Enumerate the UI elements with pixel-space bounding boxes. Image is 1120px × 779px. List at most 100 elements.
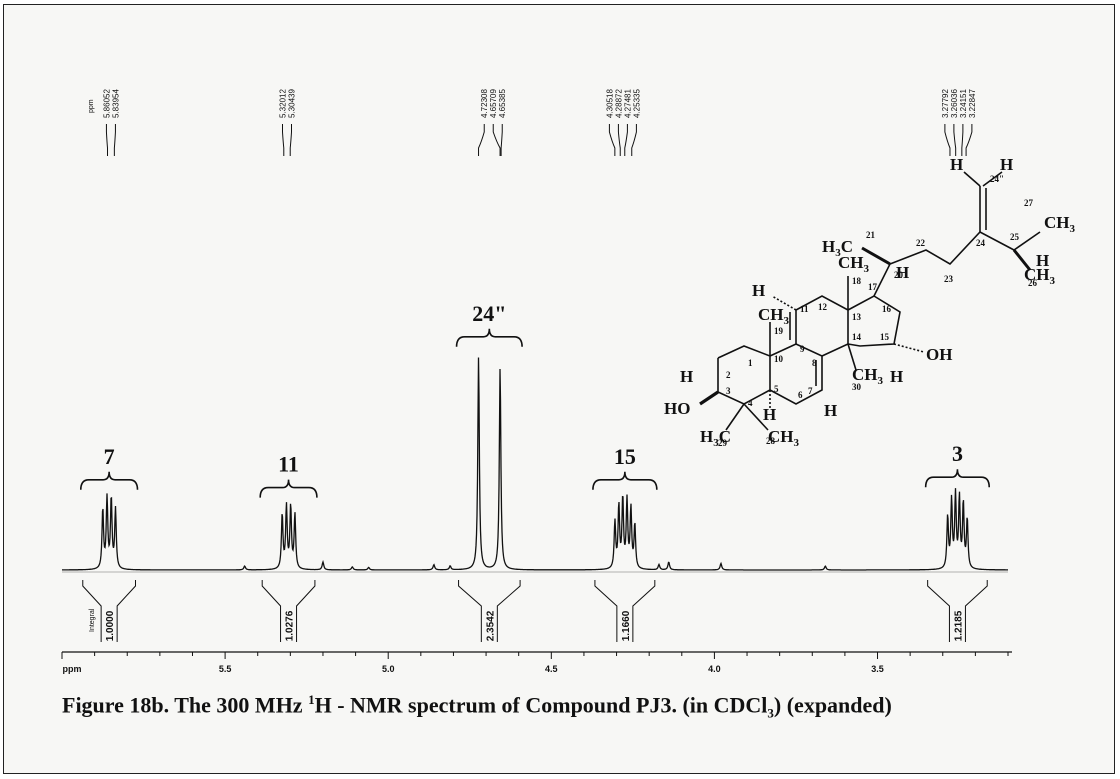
carbon-number: 22 [916, 238, 926, 248]
peak-shift-label: 5.83954 [111, 89, 120, 118]
group-h3c-29: H3C [700, 427, 731, 449]
integral-value: 1.0276 [285, 610, 296, 641]
carbon-number: 6 [798, 390, 803, 400]
bond-c4-c28 [743, 403, 769, 431]
group-h-c7: H [824, 401, 837, 420]
group-ch3-26: CH3 [1024, 265, 1056, 287]
integral-curve-right [496, 580, 521, 642]
peak-list-header: ppm [88, 99, 95, 113]
carbon-number: 15 [880, 332, 890, 342]
group-h-c3: H [680, 367, 693, 386]
peak-leader-line [624, 124, 628, 156]
figure-caption: Figure 18b. The 300 MHz 1H - NMR spectru… [62, 692, 892, 722]
group-ho: HO [664, 399, 690, 418]
group-oh: OH [926, 345, 952, 364]
peak-shift-label: 3.22847 [968, 89, 977, 118]
integral-value: 1.0000 [105, 610, 116, 641]
peak-shift-label: 3.24151 [959, 89, 968, 118]
multiplet-bracket [259, 479, 318, 498]
spectrum-trace [62, 357, 1008, 573]
carbon-number: 17 [868, 282, 878, 292]
integral-curve-left [261, 580, 282, 642]
peak-shift-label: 4.65385 [498, 89, 507, 118]
figure-frame [3, 4, 1115, 774]
carbon-number: 4 [748, 398, 753, 408]
group-h-c24pp-left: H [950, 155, 963, 174]
group-ch3-28: CH3 [768, 427, 800, 449]
carbon-number: 20 [894, 270, 904, 280]
carbon-number: 14 [852, 332, 862, 342]
caption-superscript: 1 [308, 692, 315, 707]
peak-shift-label: 4.65709 [489, 89, 498, 118]
bond-c24pp-h-right [982, 171, 1003, 187]
integral-curve-right [116, 580, 136, 642]
group-h-c25: H [1036, 251, 1049, 270]
peak-leader-line [608, 124, 616, 156]
group-ch3-27: CH3 [1044, 213, 1076, 235]
chemical-structure-pj3: 1 2 3 4 5 6 7 8 9 10 11 12 13 14 15 16 1… [664, 155, 1076, 449]
peak-leader-line [631, 124, 637, 156]
multiplet-label: 24" [472, 301, 506, 326]
carbon-number: 7 [808, 386, 813, 396]
group-h3c-21: H3C [822, 237, 853, 259]
carbon-number: 24" [990, 174, 1004, 184]
peak-leader-line [282, 124, 285, 156]
carbon-number: 12 [818, 302, 828, 312]
peak-shift-label: 4.28872 [614, 89, 623, 118]
multiplet-label: 7 [104, 444, 115, 469]
multiplet-label: 15 [614, 444, 636, 469]
peak-leader-line [965, 124, 973, 156]
carbon-number: 27 [1024, 198, 1034, 208]
carbon-number: 5 [774, 384, 779, 394]
peak-shift-label: 5.30439 [288, 89, 297, 118]
integral-curve-right [632, 580, 656, 642]
multiplet-bracket [79, 471, 139, 490]
ring-c-bonds [795, 295, 849, 357]
bond-c24pp-h-left [963, 171, 981, 187]
group-ch3-30: CH3 [852, 365, 884, 387]
peak-leader-line [617, 124, 621, 156]
integral-label: Integral [89, 608, 96, 632]
peak-shift-label: 4.27481 [623, 89, 632, 118]
peak-leader-line [105, 124, 109, 156]
axis-tick-label: 3.5 [871, 664, 884, 674]
peak-leader-line [500, 124, 503, 156]
axis-tick-label: 4.0 [708, 664, 721, 674]
bond-c4-c29 [725, 403, 745, 431]
carbon-number: 18 [852, 276, 862, 286]
multiplet-bracket [924, 469, 991, 488]
carbon-number: 11 [800, 304, 809, 314]
carbon-number: 21 [866, 230, 876, 240]
group-h-c15: H [890, 367, 903, 386]
bond-c3-oh [699, 390, 719, 406]
ring-d-bonds [847, 295, 901, 347]
group-h-c17: H [896, 263, 909, 282]
carbon-number: 2 [726, 370, 731, 380]
peak-leader-line [113, 124, 116, 156]
group-ch3-18: CH3 [838, 253, 870, 275]
carbon-number: 1 [748, 358, 753, 368]
carbon-number: 19 [774, 326, 784, 336]
axis-tick-label: 5.0 [382, 664, 395, 674]
multiplet-bracket [592, 471, 658, 490]
integral-curve-right [296, 580, 316, 642]
peak-shift-label: 4.30518 [605, 89, 614, 118]
peak-leader-line [961, 124, 964, 156]
peak-leader-line [478, 124, 485, 156]
integral-curve-left [927, 580, 950, 642]
multiplet-bracket [455, 328, 523, 347]
group-ch3-19: CH3 [758, 305, 790, 327]
integral-curve-left [458, 580, 482, 642]
carbon-number: 28 [766, 436, 776, 446]
carbon-number: 30 [852, 382, 862, 392]
multiplet-label: 3 [952, 441, 963, 466]
peak-leader-line [492, 124, 501, 156]
carbon-number: 29 [718, 438, 728, 448]
peak-leader-line [289, 124, 293, 156]
carbon-number: 10 [774, 354, 784, 364]
integral-curve-right [964, 580, 988, 642]
integral-value: 1.1660 [621, 610, 632, 641]
carbon-number: 23 [944, 274, 954, 284]
